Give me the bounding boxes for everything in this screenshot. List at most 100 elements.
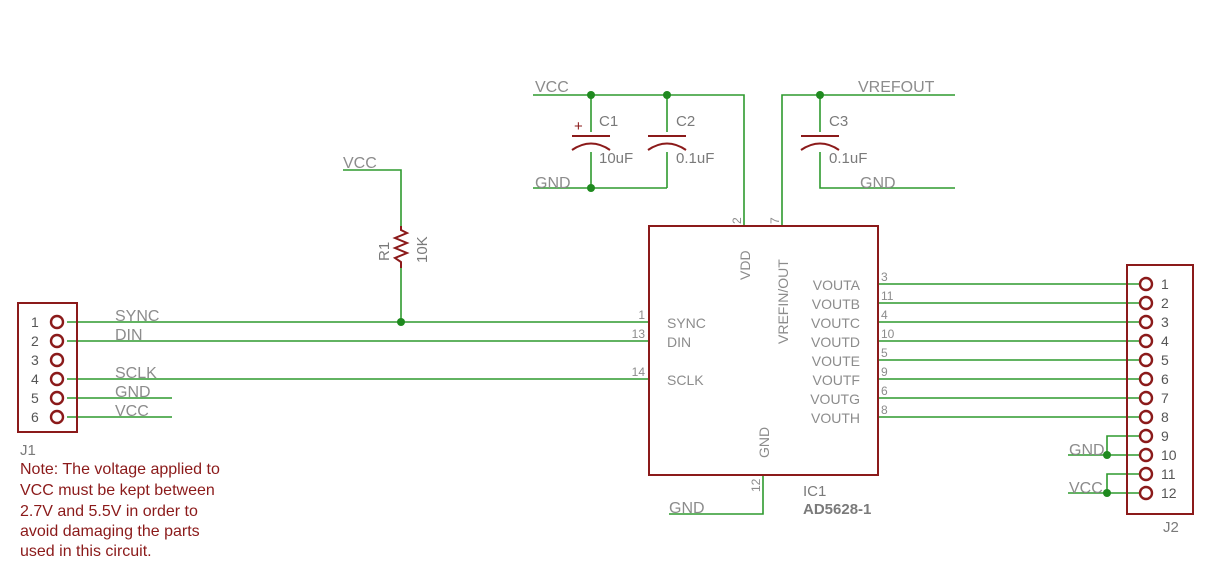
polarity-plus: + xyxy=(574,118,583,135)
j1-pin-rings xyxy=(49,314,65,425)
j1-body xyxy=(17,302,78,433)
ic-pin-voutg: VOUTG xyxy=(810,391,860,407)
ic1-body xyxy=(648,225,879,476)
junctions xyxy=(397,91,1111,497)
junction-dot xyxy=(587,91,595,99)
header-pin xyxy=(49,390,65,406)
ic-pinnum-vouth: 8 xyxy=(881,403,888,417)
j2-pin-number: 11 xyxy=(1161,466,1176,482)
header-pin xyxy=(1138,314,1154,330)
j2-pin-number: 4 xyxy=(1161,333,1169,349)
r1-value: 10K xyxy=(414,236,431,263)
net-label-gnd: GND xyxy=(669,500,705,517)
capacitor-plate-curved xyxy=(800,142,840,151)
j1-name: J1 xyxy=(20,442,36,459)
net-label-gnd: GND xyxy=(860,175,896,192)
ic-pinnum-sync: 1 xyxy=(638,308,645,322)
header-pin xyxy=(1138,485,1154,501)
wire-j2-vcc-jumper xyxy=(1106,473,1146,493)
j2-pin-number: 6 xyxy=(1161,371,1169,387)
junction-dot xyxy=(1103,489,1111,497)
j2-pin-number: 9 xyxy=(1161,428,1169,444)
wire-j2-gnd-jumper xyxy=(1106,435,1146,455)
c3-name: C3 xyxy=(829,113,848,130)
junction-dot xyxy=(1103,451,1111,459)
ic-pin-vouta: VOUTA xyxy=(813,277,861,293)
ic-pin-vouth: VOUTH xyxy=(811,410,860,426)
net-label-gnd: GND xyxy=(535,175,571,192)
net-label-din: DIN xyxy=(115,327,143,344)
header-pin xyxy=(49,314,65,330)
note-line: used in this circuit. xyxy=(20,543,152,560)
header-pin xyxy=(49,371,65,387)
net-label-sclk: SCLK xyxy=(115,365,157,382)
header-pin xyxy=(49,333,65,349)
j2-pin-number: 1 xyxy=(1161,276,1169,292)
header-pin xyxy=(1138,333,1154,349)
ic-pin-vdd: VDD xyxy=(737,250,753,280)
ic-pinnum-voutb: 11 xyxy=(881,289,894,303)
header-pin xyxy=(1138,352,1154,368)
j2-pin-number: 7 xyxy=(1161,390,1169,406)
c2-name: C2 xyxy=(676,113,695,130)
j2-pin-number: 3 xyxy=(1161,314,1169,330)
ic-pinnum-gnd: 12 xyxy=(749,478,763,492)
note-line: Note: The voltage applied to xyxy=(20,461,220,478)
ic-pinnum-vdd: 2 xyxy=(730,217,744,224)
connector-j1: 1 2 3 4 5 6 J1 xyxy=(17,302,78,459)
ic1-name: IC1 xyxy=(803,483,826,500)
j1-pin-number: 2 xyxy=(31,333,39,349)
ic-pinnum-voute: 5 xyxy=(881,346,888,360)
header-pin xyxy=(1138,276,1154,292)
ic-pin-gnd: GND xyxy=(756,427,772,458)
wires xyxy=(67,94,1146,515)
net-label-gnd: GND xyxy=(1069,442,1105,459)
ic-pin-voute: VOUTE xyxy=(812,353,860,369)
header-pin xyxy=(49,409,65,425)
header-pin xyxy=(1138,295,1154,311)
j2-pin-rings xyxy=(1138,276,1154,501)
j2-pin-number: 12 xyxy=(1161,485,1177,501)
note-line: 2.7V and 5.5V in order to xyxy=(20,503,198,520)
j2-pin-number: 10 xyxy=(1161,447,1177,463)
wire-c3-gnd xyxy=(819,152,955,189)
ic-pinnum-vref: 7 xyxy=(768,217,782,224)
j2-pin-number: 5 xyxy=(1161,352,1169,368)
wire-vrefout xyxy=(781,94,955,226)
header-pin xyxy=(1138,390,1154,406)
j1-pin-number: 4 xyxy=(31,371,39,387)
ic-pin-voutd: VOUTD xyxy=(811,334,860,350)
ic-pinnum-voutc: 4 xyxy=(881,308,888,322)
ic-pin-voutb: VOUTB xyxy=(812,296,860,312)
ic-pinnum-voutd: 10 xyxy=(881,327,895,341)
header-pin xyxy=(1138,428,1154,444)
ic-pinnum-din: 13 xyxy=(632,327,646,341)
design-note: Note: The voltage applied to VCC must be… xyxy=(20,461,220,560)
j2-body xyxy=(1126,264,1194,515)
ic-pin-voutc: VOUTC xyxy=(811,315,860,331)
c3-value: 0.1uF xyxy=(829,150,867,167)
junction-dot xyxy=(816,91,824,99)
net-label-sync: SYNC xyxy=(115,308,159,325)
net-labels: VCC GND VREFOUT GND VCC SYNC DIN SCLK GN… xyxy=(115,79,1105,517)
net-label-vcc: VCC xyxy=(115,403,149,420)
ic1-part: AD5628-1 xyxy=(803,501,871,518)
capacitor-plate-curved xyxy=(647,142,687,151)
j1-pin-number: 1 xyxy=(31,314,39,330)
ic-pin-voutf: VOUTF xyxy=(813,372,860,388)
ic-pinnum-voutg: 6 xyxy=(881,384,888,398)
j2-pin-number: 8 xyxy=(1161,409,1169,425)
header-pin xyxy=(1138,447,1154,463)
ic-pinnum-voutf: 9 xyxy=(881,365,888,379)
c1-name: C1 xyxy=(599,113,618,130)
j2-name: J2 xyxy=(1163,519,1179,536)
ic-pinnum-sclk: 14 xyxy=(632,365,646,379)
net-label-vcc: VCC xyxy=(1069,480,1103,497)
c1-value: 10uF xyxy=(599,150,633,167)
junction-dot xyxy=(663,91,671,99)
junction-dot xyxy=(587,184,595,192)
j2-pin-number: 2 xyxy=(1161,295,1169,311)
capacitor-c2: C2 0.1uF xyxy=(647,113,714,167)
ic-pin-sclk: SCLK xyxy=(667,372,704,388)
r1-name: R1 xyxy=(376,242,393,261)
